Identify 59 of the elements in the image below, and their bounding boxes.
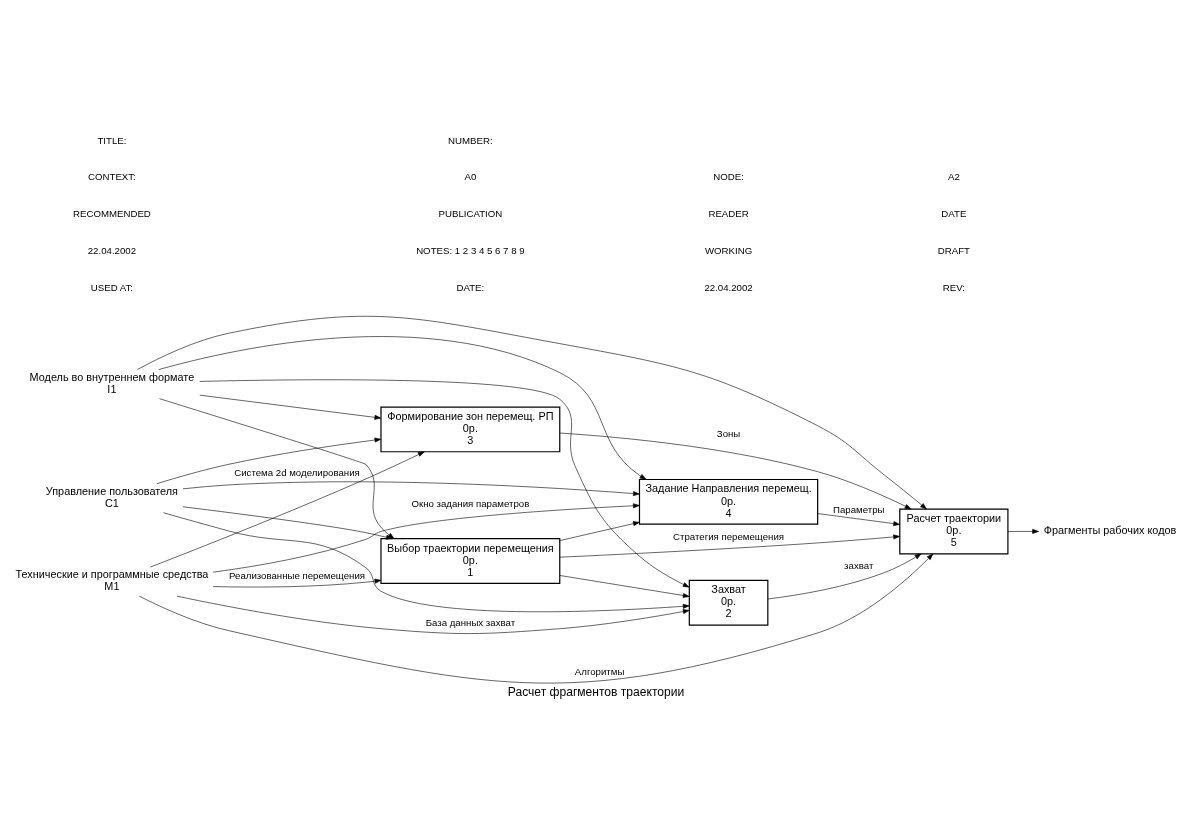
label: DATE: [941, 208, 967, 220]
node-label: I1: [107, 382, 117, 395]
arrow: [1007, 529, 1039, 534]
arrow: [559, 575, 690, 598]
label: NODE:: [713, 171, 744, 183]
node-text: Технические и программные средства: [15, 568, 209, 581]
label: PUBLICATION: [438, 208, 503, 220]
edge-label: База данных захват: [425, 616, 516, 628]
edge-label: захват: [844, 560, 874, 572]
label: TITLE:: [97, 134, 127, 146]
diagram-title: Расчет фрагментов траектории: [507, 684, 685, 699]
arrow: [817, 513, 900, 526]
label: 22.04.2002: [87, 245, 137, 257]
arrow: [199, 379, 690, 588]
arrow: [182, 481, 640, 496]
label: 22.04.2002: [704, 281, 753, 293]
label: DATE:: [456, 281, 485, 293]
arrow: [176, 595, 690, 634]
label: READER: [708, 208, 749, 220]
node-text: Модель во внутреннем формате: [29, 370, 195, 383]
arrow: [559, 432, 912, 510]
label: REV:: [942, 281, 965, 293]
arrow: [156, 437, 382, 484]
node-text: Управление пользователя: [45, 484, 178, 497]
label: USED AT:: [90, 281, 134, 293]
edge-label: Система 2d моделирования: [234, 466, 360, 478]
node-box: Формирование зон перемещ. РП 0р. 3: [380, 406, 561, 453]
arrow: [767, 553, 922, 600]
label: DRAFT: [937, 245, 970, 257]
arrow: [559, 534, 900, 558]
arrow: [163, 512, 690, 613]
node-text: Фрагменты рабочих кодов: [1043, 524, 1177, 537]
label: NOTES: 1 2 3 4 5 6 7 8 9: [416, 245, 525, 257]
label: RECOMMENDED: [73, 208, 151, 220]
arrow: [212, 578, 382, 588]
arrow: [158, 336, 647, 480]
label: WORKING: [704, 245, 753, 257]
label: A0: [464, 171, 477, 183]
node-box: Захват 0р. 2: [688, 579, 769, 626]
node-label: C1: [104, 496, 119, 509]
label: A2: [947, 171, 960, 183]
arrow: [559, 521, 640, 541]
node-box: Расчет траектории 0р. 5: [899, 508, 1009, 555]
node-box: Выбор траектории перемещения 0р. 1: [380, 538, 561, 584]
arrow: [137, 316, 927, 510]
edge-label: Алгоритмы: [574, 666, 625, 678]
edge-label: Зоны: [716, 428, 741, 440]
label: NUMBER:: [448, 134, 493, 146]
edge-label: Параметры: [832, 503, 885, 515]
arrow: [138, 553, 934, 684]
node-label: M1: [104, 580, 120, 593]
edge-label: Стратегия перемещения: [673, 530, 785, 542]
edge-label: Реализованные перемещения: [229, 570, 366, 582]
arrow: [199, 394, 382, 420]
arrow: [150, 451, 425, 568]
label: CONTEXT:: [88, 171, 136, 183]
node-box: Задание Направления перемещ. 0р. 4: [638, 478, 819, 525]
arrow: [212, 503, 640, 573]
edge-label: Окно задания параметров: [411, 497, 530, 509]
